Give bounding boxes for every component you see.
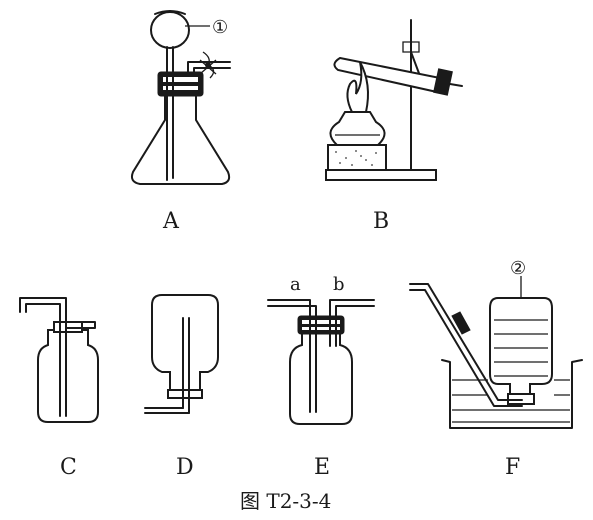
apparatus-d: D bbox=[144, 294, 219, 480]
marker-2: ② bbox=[510, 258, 526, 279]
apparatus-f: ② F bbox=[409, 258, 583, 480]
label-a: A bbox=[162, 209, 180, 234]
collecting-bottle bbox=[489, 297, 553, 397]
label-b: B bbox=[373, 209, 389, 234]
apparatus-b: B bbox=[325, 19, 463, 234]
apparatus-e: a b E bbox=[267, 274, 375, 480]
stand-base bbox=[325, 169, 437, 181]
funnel-bulb bbox=[150, 11, 190, 49]
figure-caption: 图 T2-3-4 bbox=[240, 489, 331, 513]
label-c: C bbox=[60, 455, 77, 480]
marker-1: ① bbox=[212, 17, 228, 38]
apparatus-c: C bbox=[19, 297, 99, 480]
rubber-stopper bbox=[157, 71, 204, 97]
port-b: b bbox=[333, 274, 345, 295]
label-f: F bbox=[505, 455, 520, 480]
label-d: D bbox=[176, 455, 194, 480]
block bbox=[327, 144, 387, 171]
alcohol-lamp bbox=[329, 111, 386, 146]
label-e: E bbox=[314, 455, 330, 480]
port-a: a bbox=[290, 274, 301, 295]
apparatus-a: ① A bbox=[130, 10, 231, 234]
